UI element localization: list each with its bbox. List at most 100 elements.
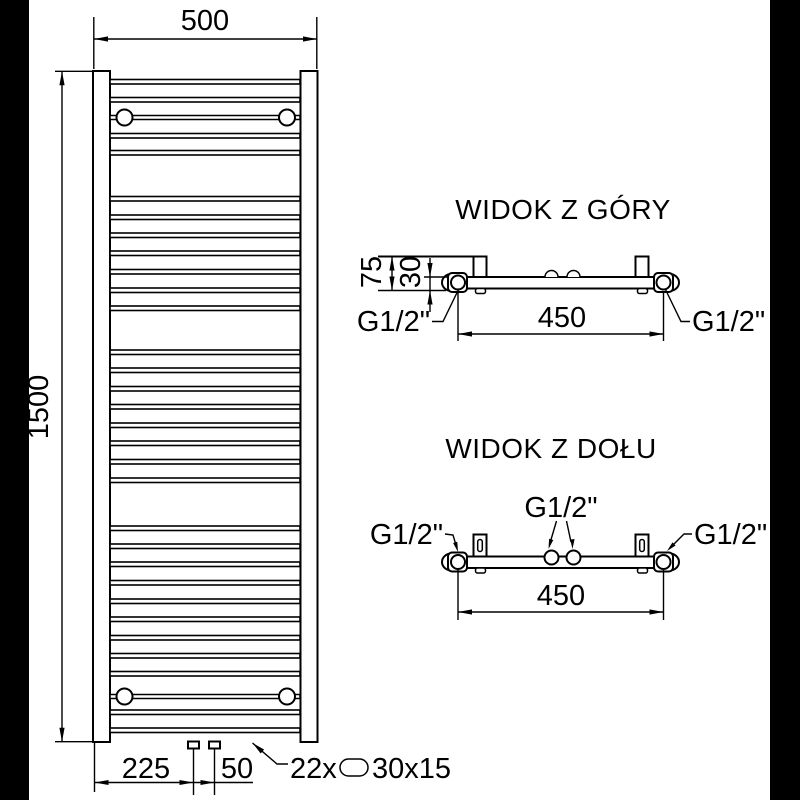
radiator-tube xyxy=(109,349,301,356)
tube-size-label: 30x15 xyxy=(372,753,451,785)
bracket-foot xyxy=(474,567,487,574)
arrowhead xyxy=(548,538,554,549)
arrowhead xyxy=(570,539,575,549)
radiator-tube xyxy=(109,403,301,410)
mount-bar xyxy=(109,114,301,121)
radiator-tube xyxy=(109,458,301,465)
radiator-bar xyxy=(462,276,664,290)
radiator-tube xyxy=(109,305,301,312)
pipe-stub-right xyxy=(208,740,221,750)
radiator-tube xyxy=(109,132,301,139)
bottom-view: WIDOK Z DOŁU G1/2" xyxy=(370,433,767,620)
radiator-tube xyxy=(109,195,301,202)
radiator-tube xyxy=(109,149,301,156)
radiator-tube xyxy=(109,367,301,374)
tube-count-label: 22x xyxy=(290,753,337,785)
dimension-450-top: 450 xyxy=(457,292,665,341)
radiator-tube xyxy=(109,652,301,659)
arrowhead xyxy=(649,609,664,615)
radiator-tube xyxy=(109,78,301,85)
arrowhead xyxy=(94,780,109,785)
radiator-tube xyxy=(109,634,301,641)
bracket-foot xyxy=(636,567,649,574)
thread-label-right: G1/2" xyxy=(664,288,765,338)
dim-225-label: 225 xyxy=(122,753,170,785)
radiator-tube xyxy=(109,287,301,294)
center-connection-right xyxy=(565,549,582,566)
radiator-tube xyxy=(109,214,301,221)
top-mount-row xyxy=(109,108,301,127)
dimension-75: 75 xyxy=(356,256,446,292)
thread-center-label: G1/2" xyxy=(524,492,597,524)
radiator-bar xyxy=(462,555,664,569)
dim-30-label: 30 xyxy=(395,256,427,288)
radiator-tube xyxy=(109,525,301,532)
mount-bar xyxy=(109,693,301,700)
arrowhead xyxy=(179,780,194,785)
arrowhead xyxy=(389,276,395,291)
radiator-tube xyxy=(109,477,301,484)
thread-label-center: G1/2" xyxy=(524,492,598,549)
arrowhead xyxy=(649,331,664,337)
front-view: 500 1500 225 50 22x 30x15 xyxy=(23,5,451,795)
arrowhead xyxy=(94,36,108,42)
thread-hole-left xyxy=(450,554,466,570)
thread-left-label: G1/2" xyxy=(357,306,430,338)
pipe-bump-right xyxy=(566,269,581,278)
pipe-stub-left xyxy=(187,740,200,750)
dimension-500: 500 xyxy=(93,5,318,69)
bracket-foot xyxy=(636,287,649,295)
wall-bracket-left xyxy=(472,255,488,278)
leader-line xyxy=(252,742,288,765)
right-rail xyxy=(299,70,319,743)
left-rail xyxy=(92,70,111,743)
radiator-tube xyxy=(109,579,301,586)
thread-hole-right xyxy=(655,274,672,291)
dimension-450-bottom: 450 xyxy=(457,570,665,620)
radiator-tube xyxy=(109,727,301,734)
dimension-225-50: 225 50 xyxy=(93,743,253,792)
bottom-mount-row xyxy=(109,687,301,706)
thread-right-label: G1/2" xyxy=(692,306,765,338)
arrowhead xyxy=(427,290,433,305)
leader-line xyxy=(565,520,572,543)
radiator-tube xyxy=(109,543,301,550)
dim-75-label: 75 xyxy=(356,256,388,288)
radiator-tube xyxy=(109,422,301,429)
mount-point-right xyxy=(278,108,296,127)
radiator-tube xyxy=(109,670,301,677)
dimension-30: 30 xyxy=(395,256,448,312)
dim-500-label: 500 xyxy=(181,5,229,37)
arrowhead xyxy=(389,256,395,271)
dim-50-label: 50 xyxy=(221,753,253,785)
radiator-tube xyxy=(109,268,301,275)
top-view: WIDOK Z GÓRY 75 xyxy=(356,194,765,341)
pipe-bump-left xyxy=(544,269,559,278)
wall-bracket-right xyxy=(634,255,650,278)
bracket-foot xyxy=(474,287,487,295)
radiator-tube xyxy=(109,598,301,605)
radiator-tube xyxy=(109,561,301,568)
arrowhead xyxy=(200,780,215,785)
thread-label-left: G1/2" xyxy=(357,288,460,338)
center-connection-left xyxy=(543,549,560,566)
thread-hole-right xyxy=(655,554,672,570)
thread-label-right: G1/2" xyxy=(667,519,767,551)
thread-hole-left xyxy=(450,274,466,291)
leader-line xyxy=(671,533,692,547)
radiator-tube xyxy=(109,96,301,103)
leader-line xyxy=(549,520,558,544)
flat-oval-icon xyxy=(339,758,369,777)
radiator-tube xyxy=(109,232,301,239)
leader-line xyxy=(664,288,690,323)
arrowhead xyxy=(453,541,458,552)
radiator-tube xyxy=(109,440,301,447)
bracket-slot xyxy=(476,538,484,553)
mount-point-right xyxy=(278,687,296,706)
bracket-slot xyxy=(638,538,646,553)
thread-label-left: G1/2" xyxy=(370,519,458,552)
radiator-tube xyxy=(109,250,301,257)
arrowhead xyxy=(59,71,65,86)
leader-line xyxy=(432,288,460,323)
